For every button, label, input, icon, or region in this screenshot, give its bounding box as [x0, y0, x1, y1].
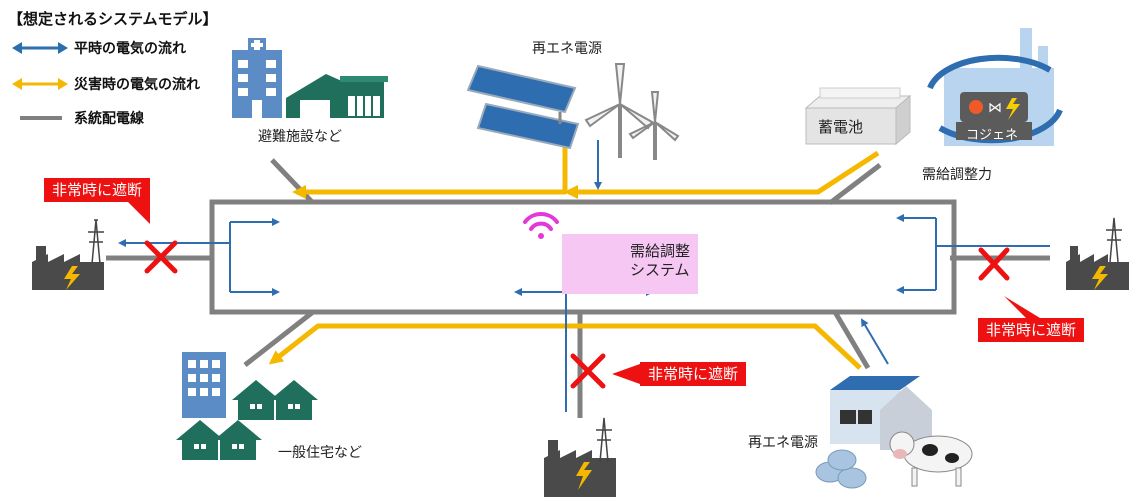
wifi-icon [523, 212, 559, 239]
hospital-icon [232, 38, 282, 118]
cutoff-x-bottom [570, 353, 606, 389]
label-housing: 一般住宅など [278, 445, 362, 461]
double-arrow-blue-icon [12, 42, 68, 54]
callout-cutoff-right: 非常時に遮断 [978, 318, 1085, 342]
cutoff-marks [144, 240, 1010, 389]
apartment-icon [182, 352, 226, 418]
power-tower-right-icon [1106, 217, 1122, 263]
grid-line-swatch-icon [20, 116, 62, 120]
callout-cutoff-bottom: 非常時に遮断 [640, 362, 747, 386]
normal-flow-biomass [860, 318, 889, 365]
legend-item-disaster-flow: 災害時の電気の流れ [12, 74, 272, 94]
disaster-flow-to-evac [292, 140, 568, 199]
factory-left-icon [32, 246, 104, 290]
power-tower-left-icon [88, 219, 104, 265]
bus-frame [209, 199, 957, 315]
system-label-line2: システム [630, 261, 690, 279]
double-arrow-yellow-icon [12, 78, 68, 90]
callout-pointer-right [1004, 296, 1040, 318]
callout-pointer-bottom [612, 364, 640, 384]
svg-text:⋈: ⋈ [988, 100, 1002, 116]
factory-right-icon [1066, 246, 1129, 290]
disaster-flow-from-adjust [564, 150, 880, 199]
house-icons [176, 380, 318, 460]
legend-label-grid-line: 系統配電線 [74, 111, 144, 127]
label-cogeneration: コジェネ [966, 128, 1019, 143]
label-evacuation: 避難施設など [258, 129, 342, 145]
cogeneration-plant-icon: ⋈ [927, 28, 1063, 146]
log-pile-icon [815, 449, 867, 489]
battery-icon [804, 87, 912, 146]
callout-pointer-left [128, 202, 150, 224]
power-tower-bottom-icon [596, 417, 612, 463]
cutoff-x-right [978, 247, 1010, 281]
grid-line-ne [828, 163, 882, 205]
wind-turbine-icon [584, 63, 680, 160]
gymnasium-icon [286, 74, 388, 118]
solar-panel-icon [466, 64, 580, 150]
system-label-line1: 需給調整 [630, 242, 691, 260]
legend-item-normal-flow: 平時の電気の流れ [12, 38, 272, 58]
legend-item-grid-line: 系統配電線 [12, 108, 272, 128]
grid-line-se [832, 310, 871, 370]
cow-icon [889, 431, 973, 487]
legend-label-normal-flow: 平時の電気の流れ [74, 41, 186, 57]
legend-title: 【想定されるシステムモデル】 [8, 10, 218, 28]
label-battery: 蓄電池 [818, 118, 864, 136]
label-renewable-bottom: 再エネ電源 [748, 435, 818, 451]
supply-demand-system-label: 需給調整 システム [630, 242, 690, 280]
label-adjustment: 需給調整力 [922, 167, 992, 183]
grid-line-sw [243, 310, 315, 367]
callout-cutoff-left: 非常時に遮断 [44, 178, 151, 202]
legend-label-disaster-flow: 災害時の電気の流れ [74, 77, 200, 93]
factory-bottom-icon [544, 440, 616, 497]
supply-demand-system-box [562, 234, 698, 294]
biomass-facility-icon [830, 376, 932, 450]
label-renewable-top: 再エネ電源 [532, 41, 602, 57]
cutoff-x-left [144, 240, 178, 274]
grid-line-nw [270, 158, 315, 205]
